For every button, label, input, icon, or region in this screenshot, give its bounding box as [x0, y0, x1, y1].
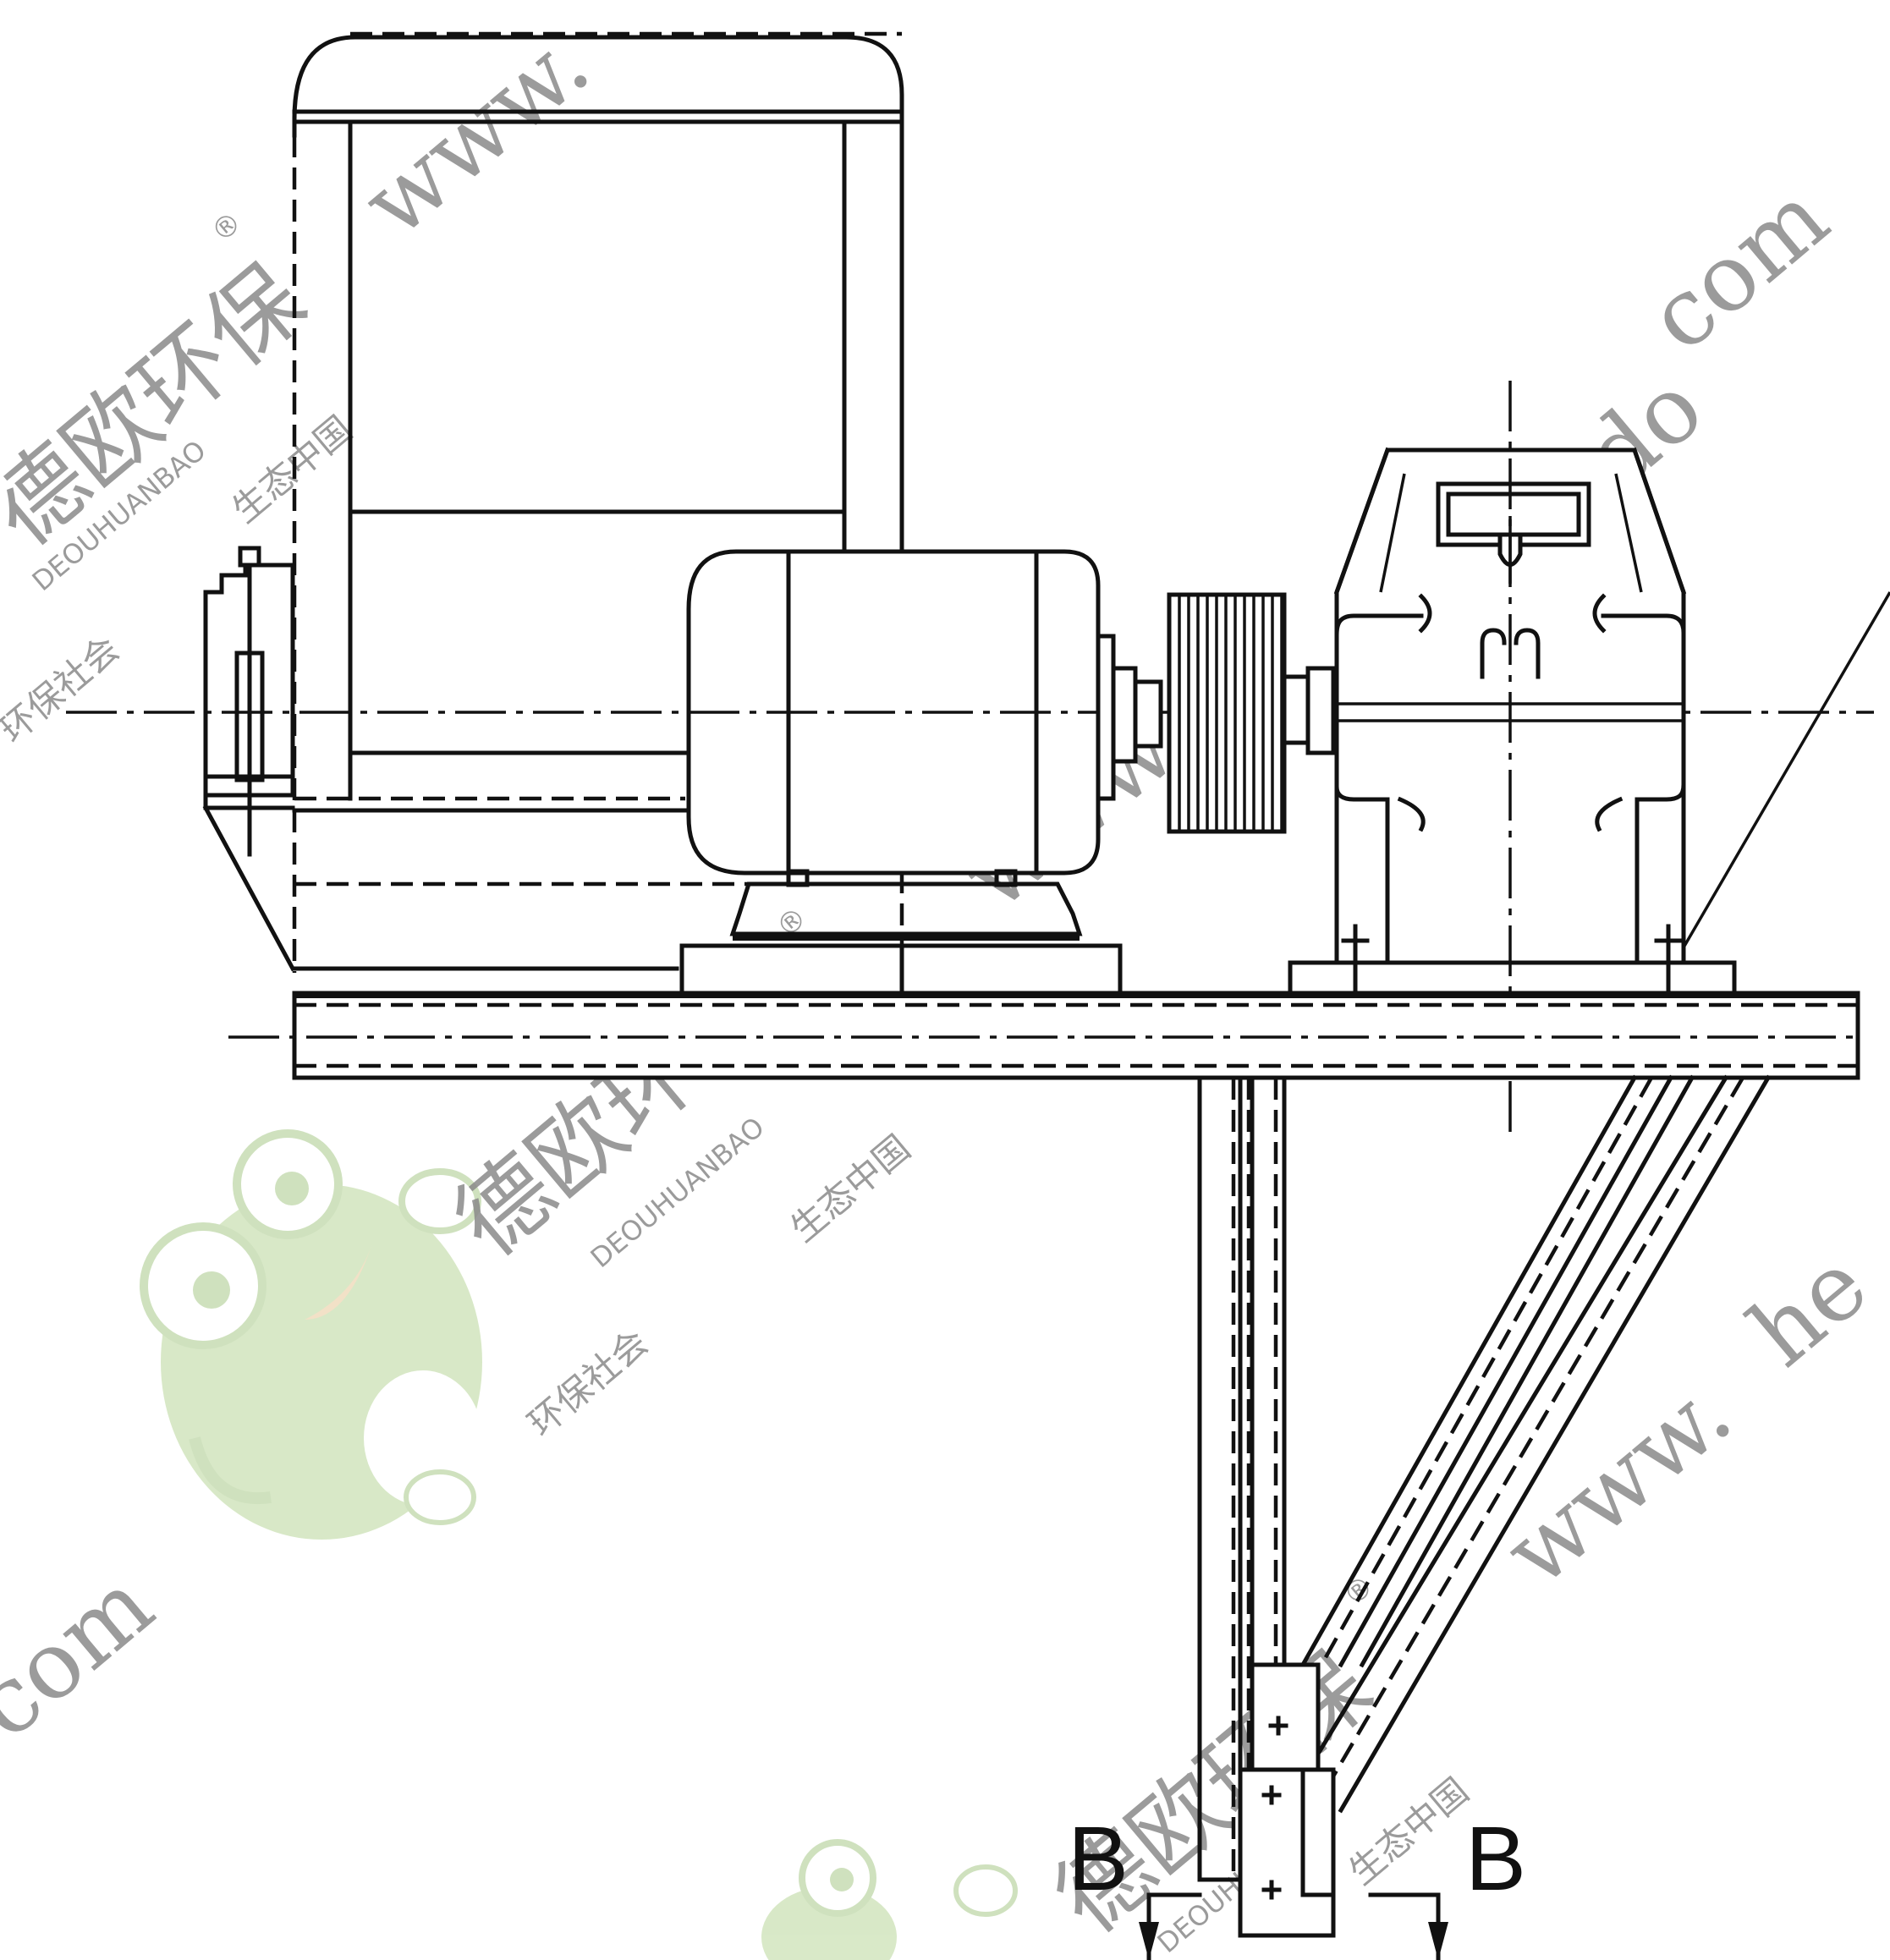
coupling-disc [1167, 592, 1287, 834]
watermark-brand-cn: 德欧环保 [0, 244, 325, 567]
tank-body [292, 31, 904, 994]
frog-mascot-icon [140, 1129, 482, 1540]
gear-reducer [1282, 381, 1737, 1138]
watermark-slogan: 环保社会 [520, 1321, 656, 1445]
section-label-left: B [1068, 1807, 1129, 1909]
bolt-icon [1261, 1880, 1282, 1900]
watermark-url: he [1729, 1230, 1887, 1386]
watermark-url: com [0, 1551, 173, 1760]
watermark-registered-mark: ® [205, 205, 249, 249]
frog-mascot-icon [761, 1839, 1018, 1960]
main-beam [228, 991, 1860, 1080]
watermark-slogan: 生态中国 [783, 1127, 918, 1250]
bolt-icon [1261, 1785, 1282, 1805]
motor [679, 549, 1163, 996]
watermark-slogan: 生态中国 [1341, 1770, 1476, 1893]
section-label-right: B [1465, 1807, 1526, 1909]
arrow-down-icon [1428, 1922, 1448, 1960]
watermark-slogan: 环保社会 [0, 628, 127, 751]
watermark-url: com [1628, 163, 1848, 372]
bolt-icon [1268, 1716, 1288, 1736]
watermark-url: www. [342, 9, 608, 258]
diagonal-brace [1299, 1074, 1772, 1814]
bottom-bracket [1238, 1662, 1336, 1938]
drawing-layer: B B [66, 31, 1890, 1960]
watermark-url: www. [1484, 1359, 1750, 1607]
arrow-down-icon [1139, 1922, 1159, 1960]
support-column [1197, 1075, 1287, 1882]
leader-line [1682, 591, 1890, 948]
left-bearing-housing [202, 546, 296, 972]
section-marker: B B [1068, 1807, 1526, 1960]
watermark-slogan: 生态中国 [224, 408, 360, 531]
